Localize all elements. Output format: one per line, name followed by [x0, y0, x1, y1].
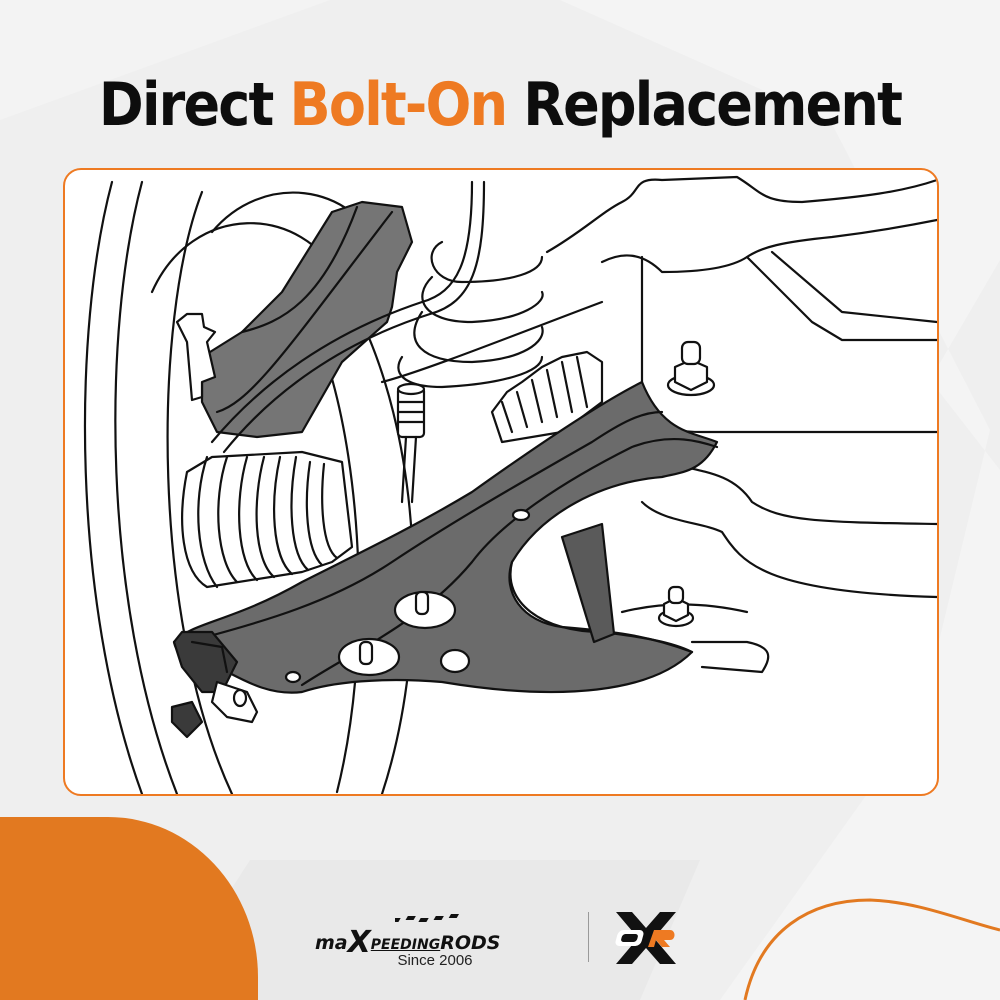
brand-suffix: RODS [440, 932, 501, 954]
brand-wordmark: maXPEEDINGRODS [315, 922, 501, 960]
title-part-2: Replacement [506, 70, 903, 141]
brand-x: X [347, 925, 371, 960]
title-accent: Bolt-On [289, 70, 509, 141]
brand-tagline: Since 2006 [397, 952, 473, 969]
page-title: Direct Bolt-On Replacement [50, 70, 950, 140]
brand-prefix: ma [315, 932, 348, 954]
brand-mid: PEEDING [370, 937, 441, 953]
illustration-frame [63, 168, 939, 796]
xor-logo-icon [615, 912, 676, 964]
title-part-1: Direct [98, 70, 290, 141]
brand-logo-maxpeedingrods: maXPEEDINGRODS Since 2006 [305, 912, 565, 972]
logo-divider [588, 912, 589, 962]
suspension-illustration [83, 175, 937, 794]
checkered-flag-icon [395, 914, 459, 922]
